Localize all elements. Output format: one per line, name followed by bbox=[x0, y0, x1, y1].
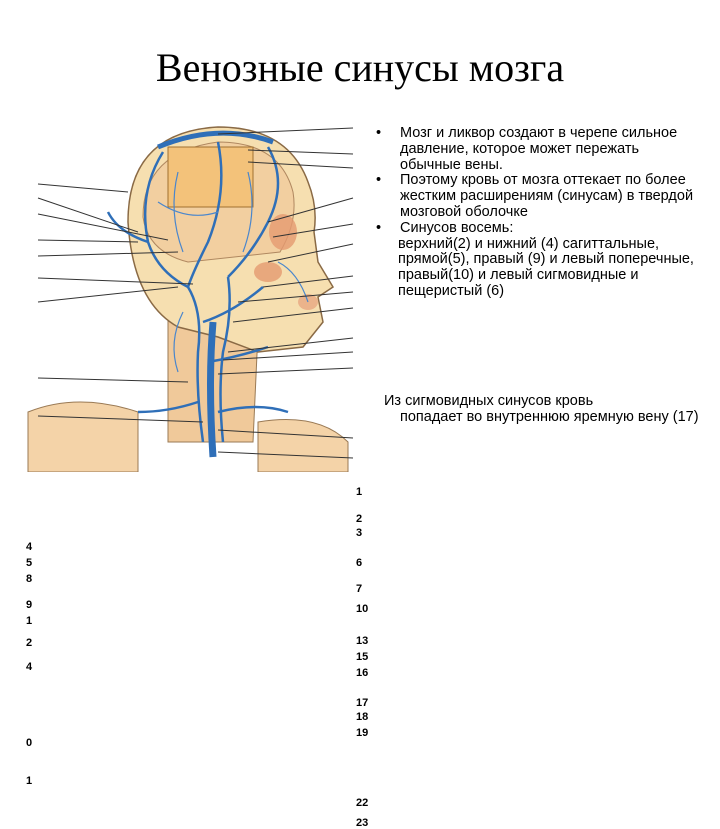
bullet-dot: • bbox=[376, 126, 381, 142]
label-right: 1 bbox=[356, 486, 362, 498]
label-right: 2 bbox=[356, 513, 362, 525]
label-right: 7 bbox=[356, 583, 362, 595]
note-paragraph: Из сигмовидных синусов кровь попадает во… bbox=[384, 394, 704, 426]
note-first-line: Из сигмовидных синусов кровь bbox=[384, 394, 704, 410]
label-right: 6 bbox=[356, 557, 362, 569]
sinuses-list: верхний(2) и нижний (4) сагиттальные, пр… bbox=[372, 237, 702, 300]
note-rest: попадает во внутреннюю яремную вену (17) bbox=[384, 410, 704, 426]
bullet-item: • Поэтому кровь от мозга оттекает по бол… bbox=[372, 173, 702, 220]
label-left: 1 bbox=[26, 615, 32, 627]
bullet-dot: • bbox=[376, 173, 381, 189]
label-right: 22 bbox=[356, 797, 368, 809]
label-right: 15 bbox=[356, 651, 368, 663]
label-left: 4 bbox=[26, 661, 32, 673]
bullet-list: • Мозг и ликвор создают в черепе сильное… bbox=[372, 126, 702, 300]
label-right: 13 bbox=[356, 635, 368, 647]
label-right: 16 bbox=[356, 667, 368, 679]
bullet-text: Синусов восемь: bbox=[400, 220, 513, 236]
head-veins-illustration: 4 5 8 9 1 2 4 0 1 1 2 3 6 7 10 13 15 16 … bbox=[18, 112, 378, 472]
label-right: 3 bbox=[356, 527, 362, 539]
bullet-item: • Мозг и ликвор создают в черепе сильное… bbox=[372, 126, 702, 173]
label-left: 0 bbox=[26, 737, 32, 749]
label-left: 1 bbox=[26, 775, 32, 787]
bullet-item: • Синусов восемь: bbox=[372, 221, 702, 237]
pointer-lines bbox=[18, 112, 378, 472]
label-left: 2 bbox=[26, 637, 32, 649]
label-right: 17 bbox=[356, 697, 368, 709]
label-left: 5 bbox=[26, 557, 32, 569]
label-left: 8 bbox=[26, 573, 32, 585]
page-title: Венозные синусы мозга bbox=[0, 44, 720, 91]
bullet-text: Поэтому кровь от мозга оттекает по более… bbox=[400, 172, 693, 220]
label-right: 19 bbox=[356, 727, 368, 739]
label-right: 23 bbox=[356, 817, 368, 829]
label-left: 4 bbox=[26, 541, 32, 553]
label-left: 9 bbox=[26, 599, 32, 611]
bullet-text: Мозг и ликвор создают в черепе сильное д… bbox=[400, 125, 677, 173]
label-right: 10 bbox=[356, 603, 368, 615]
bullet-dot: • bbox=[376, 221, 381, 237]
label-right: 18 bbox=[356, 711, 368, 723]
